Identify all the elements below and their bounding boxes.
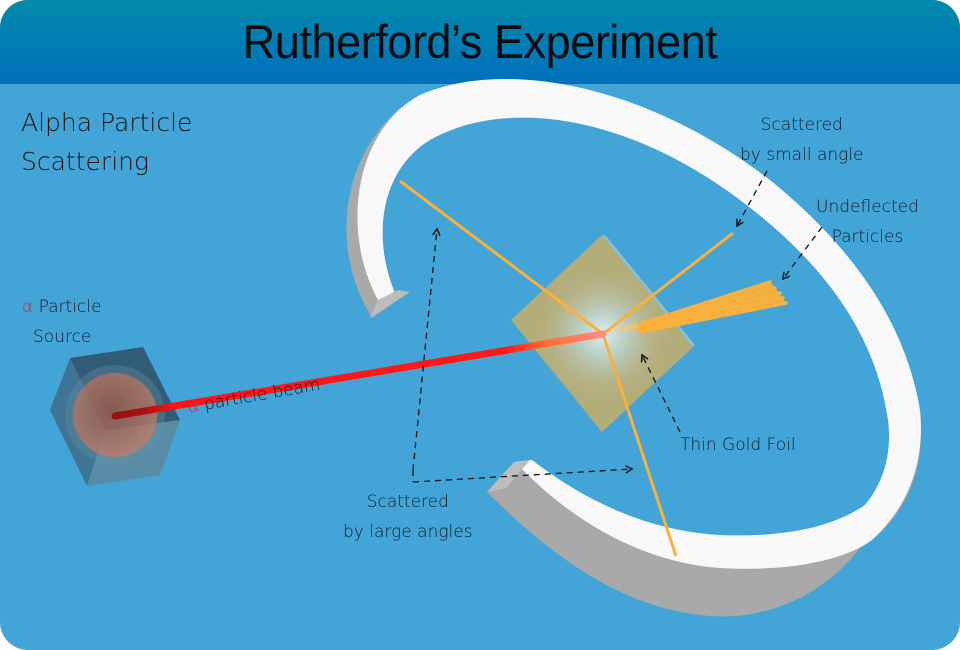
large-angle-line-2: by large angles: [343, 522, 473, 542]
source-label-line-2: Source: [33, 327, 92, 347]
small-angle-line-2: by small angle: [740, 145, 864, 165]
ring-side-bottom: [487, 462, 870, 617]
ray-undeflected-5: [638, 301, 788, 334]
ray-large-angle-down: [601, 333, 678, 557]
alpha-beam: [111, 330, 607, 420]
small-angle-line-1: Scattered: [760, 115, 843, 135]
source-label: α Particle Source: [22, 292, 101, 352]
large-angle-line-1: Scattered: [366, 492, 449, 512]
ray-undeflected-2: [638, 286, 777, 328]
ray-undeflected-1: [638, 280, 772, 326]
ring-face-top: [357, 79, 921, 540]
foil-label: Thin Gold Foil: [680, 435, 796, 455]
undeflected-line-1: Undeflected: [816, 197, 919, 217]
alpha-symbol: α: [186, 396, 201, 418]
ring-cap-top: [370, 290, 410, 318]
alpha-symbol: α: [22, 297, 34, 317]
annotation-arrows: [412, 170, 823, 483]
page-title: Rutherford’s Experiment: [242, 15, 718, 68]
undeflected-label: Undeflected Particles: [816, 192, 919, 252]
header-bar: Rutherford’s Experiment: [0, 0, 960, 84]
arrow-foil: [640, 353, 681, 433]
ray-small-angle: [602, 231, 734, 336]
arrow-large-angle-right: [412, 465, 634, 483]
ring-cap-bottom: [487, 460, 530, 492]
subtitle-line-2: Scattering: [21, 147, 149, 176]
arrow-large-angle-up: [412, 227, 441, 471]
ray-undeflected-4: [638, 296, 785, 332]
subtitle-line-1: Alpha Particle: [21, 108, 193, 137]
source-label-text: Particle: [38, 297, 102, 317]
diagram-subtitle: Alpha Particle Scattering: [21, 103, 192, 181]
large-angle-label: Scattered by large angles: [343, 487, 473, 547]
ring-face-bottom: [515, 460, 872, 569]
small-angle-label: Scattered by small angle: [740, 110, 864, 170]
undeflected-line-2: Particles: [831, 227, 904, 247]
ray-large-angle-back: [399, 179, 604, 336]
detector-ring-icon: [346, 79, 921, 617]
scattered-rays: [399, 179, 788, 557]
source-label-line-1: α Particle: [22, 292, 101, 322]
ray-undeflected-3: [638, 291, 782, 330]
